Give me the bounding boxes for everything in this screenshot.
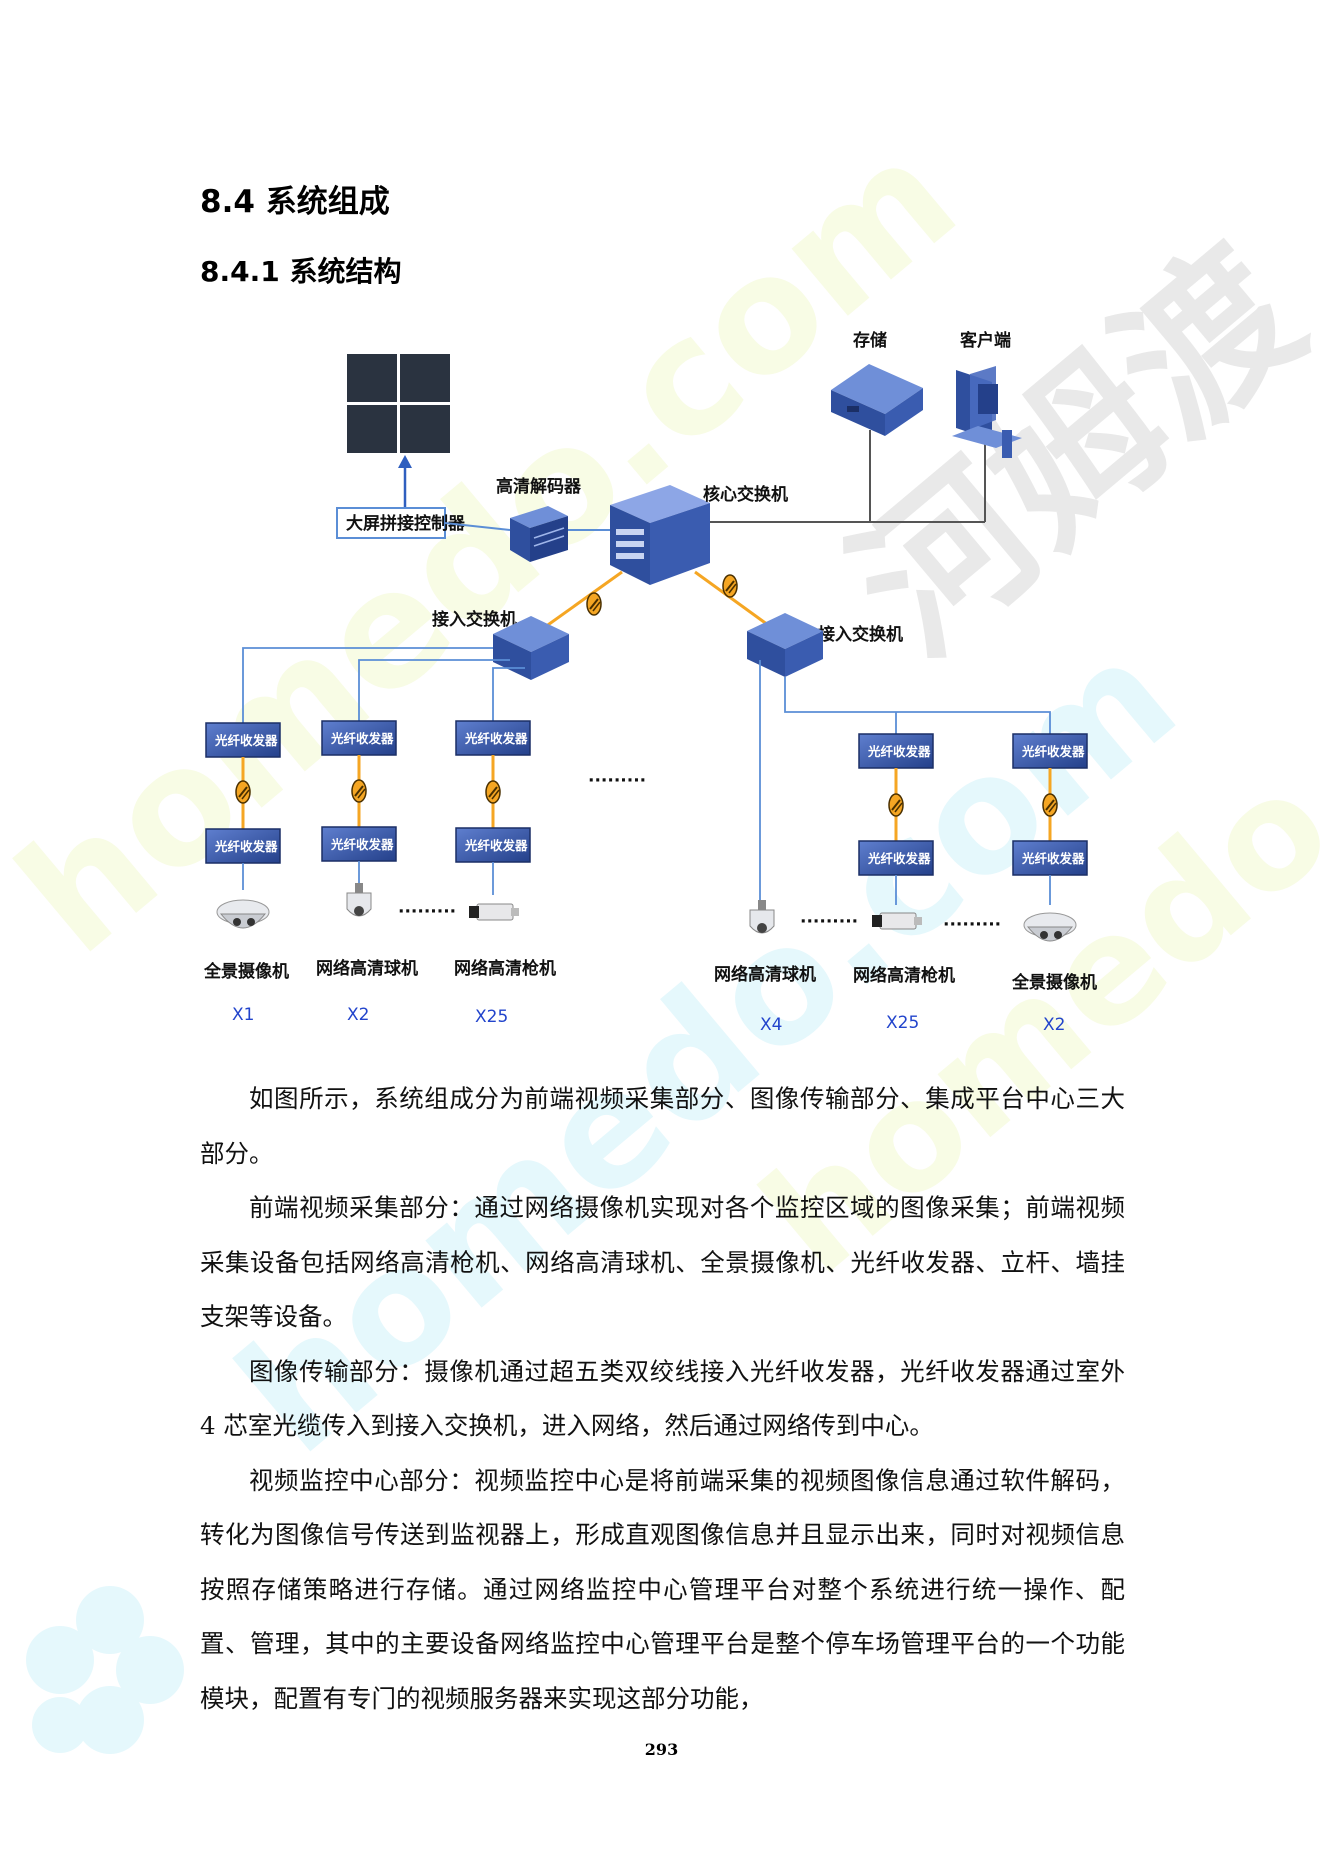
- body-text: 如图所示，系统组成分为前端视频采集部分、图像传输部分、集成平台中心三大部分。 前…: [200, 1072, 1125, 1726]
- fiber-transceiver-label: 光纤收发器: [214, 733, 278, 748]
- fiber-transceiver-label: 光纤收发器: [464, 838, 528, 853]
- camera-name-left-3: 网络高清枪机: [454, 958, 556, 979]
- camera-count-right-2: X25: [886, 1013, 919, 1033]
- fiber-transceiver-group-right-1: 光纤收发器 光纤收发器: [858, 733, 934, 905]
- video-wall-icon: [345, 352, 451, 454]
- access-switch-right-icon: [747, 613, 823, 677]
- fiber-transceiver-label: 光纤收发器: [464, 731, 528, 746]
- fiber-transceiver-label: 光纤收发器: [214, 839, 278, 854]
- watermark-flower-icon: [26, 1586, 184, 1754]
- core-switch-icon: [610, 485, 710, 585]
- diagram-ellipsis: ·········: [588, 771, 646, 791]
- fiber-transceiver-label: 光纤收发器: [867, 744, 931, 759]
- camera-name-right-2: 网络高清枪机: [853, 965, 955, 986]
- fiber-knot-icon: [586, 592, 602, 616]
- section-heading: 8.4 系统组成: [200, 184, 390, 220]
- camera-count-right-3: X2: [1043, 1015, 1065, 1035]
- system-structure-diagram: 大屏拼接控制器 高清解码器 核心交换机 存储 客户端: [203, 330, 1097, 1035]
- camera-name-right-1: 网络高清球机: [714, 964, 816, 985]
- fiber-transceiver-group-left-2: 光纤收发器 光纤收发器: [321, 720, 397, 885]
- fiber-transceiver-label: 光纤收发器: [1021, 744, 1085, 759]
- panoramic-camera-icon: [216, 899, 270, 929]
- storage-label: 存储: [853, 330, 887, 351]
- paragraph-2: 前端视频采集部分：通过网络摄像机实现对各个监控区域的图像采集；前端视频采集设备包…: [200, 1193, 1125, 1331]
- camera-count-right-1: X4: [760, 1015, 782, 1035]
- camera-count-left-3: X25: [475, 1007, 508, 1027]
- core-switch-label: 核心交换机: [703, 484, 788, 505]
- bullet-camera-icon: [469, 903, 519, 921]
- client-label: 客户端: [959, 330, 1011, 351]
- client-computer-icon: [952, 366, 1022, 458]
- page-number: 293: [644, 1740, 679, 1759]
- camera-count-left-2: X2: [347, 1005, 369, 1025]
- camera-name-left-2: 网络高清球机: [316, 958, 418, 979]
- panoramic-camera-icon: [1023, 912, 1077, 942]
- diagram-ellipsis: ·········: [943, 915, 1001, 935]
- hd-decoder-icon: [510, 506, 568, 562]
- subsection-heading: 8.4.1 系统结构: [200, 255, 402, 288]
- diagram-ellipsis: ·········: [398, 902, 456, 922]
- fiber-knot-icon: [722, 574, 738, 598]
- access-switch-right-label: 接入交换机: [818, 624, 903, 645]
- camera-name-left-1: 全景摄像机: [203, 961, 289, 982]
- fiber-transceiver-label: 光纤收发器: [330, 731, 394, 746]
- video-wall-controller-label: 大屏拼接控制器: [346, 513, 466, 534]
- dome-camera-icon: [749, 900, 775, 934]
- camera-count-left-1: X1: [232, 1005, 254, 1025]
- fiber-transceiver-group-left-3: 光纤收发器 光纤收发器: [455, 720, 531, 895]
- fiber-transceiver-label: 光纤收发器: [867, 851, 931, 866]
- storage-icon: [831, 364, 923, 436]
- video-wall-controller-box: [336, 507, 446, 539]
- paragraph-1: 如图所示，系统组成分为前端视频采集部分、图像传输部分、集成平台中心三大部分。: [200, 1084, 1125, 1168]
- hd-decoder-label: 高清解码器: [496, 476, 582, 497]
- fiber-transceiver-label: 光纤收发器: [1021, 851, 1085, 866]
- bullet-camera-icon: [872, 912, 922, 930]
- access-switch-left-label: 接入交换机: [432, 609, 517, 630]
- paragraph-4: 视频监控中心部分：视频监控中心是将前端采集的视频图像信息通过软件解码，转化为图像…: [200, 1465, 1125, 1713]
- paragraph-3: 图像传输部分：摄像机通过超五类双绞线接入光纤收发器，光纤收发器通过室外 4 芯室…: [200, 1356, 1125, 1441]
- fiber-transceiver-group-left-1: 光纤收发器 光纤收发器: [205, 722, 281, 890]
- diagram-ellipsis: ·········: [800, 912, 858, 932]
- fiber-transceiver-label: 光纤收发器: [330, 837, 394, 852]
- fiber-transceiver-group-right-2: 光纤收发器 光纤收发器: [1012, 733, 1088, 905]
- dome-camera-icon: [346, 883, 372, 917]
- camera-name-right-3: 全景摄像机: [1011, 972, 1097, 993]
